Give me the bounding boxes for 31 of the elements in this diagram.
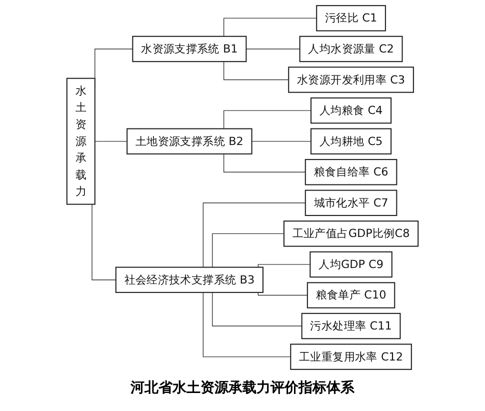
node-box: 人均GDP C9 <box>310 251 392 278</box>
connector <box>258 292 308 296</box>
connector <box>212 233 284 268</box>
connector <box>223 154 306 172</box>
node-box: 城市化水平 C7 <box>304 190 398 216</box>
node-box: 社会经济技术支撑系统 B3 <box>115 266 264 293</box>
node-box: 水资源支撑系统 B1 <box>132 36 247 62</box>
node-box: 粮食自给率 C6 <box>304 158 398 186</box>
connector <box>92 204 116 280</box>
connector <box>223 18 317 37</box>
connector <box>212 292 302 326</box>
connector <box>94 140 128 142</box>
node-box: 工业重复用水率 C12 <box>290 344 412 370</box>
connector <box>223 61 289 80</box>
node-box: 污水处理率 C11 <box>301 312 401 340</box>
connector <box>202 292 291 358</box>
connector <box>223 110 312 130</box>
caption: 河北省水土资源承载力评价指标体系 <box>130 379 354 397</box>
connector <box>202 202 306 268</box>
node-box: 粮食单产 C10 <box>306 282 396 308</box>
connector <box>251 140 312 142</box>
node-box: 污径比 C1 <box>316 5 386 32</box>
node-box: 人均粮食 C4 <box>310 97 392 124</box>
connector <box>258 264 311 268</box>
node-box: 水土资源承载力 <box>66 78 96 205</box>
connector <box>246 48 300 50</box>
node-box: 工业产值占GDP比例C8 <box>283 220 419 247</box>
node-box: 人均耕地 C5 <box>310 128 392 154</box>
node-box: 人均水资源量 C2 <box>299 36 403 62</box>
node-box: 土地资源支撑系统 B2 <box>126 128 252 154</box>
node-box: 水资源开发利用率 C3 <box>288 66 414 93</box>
